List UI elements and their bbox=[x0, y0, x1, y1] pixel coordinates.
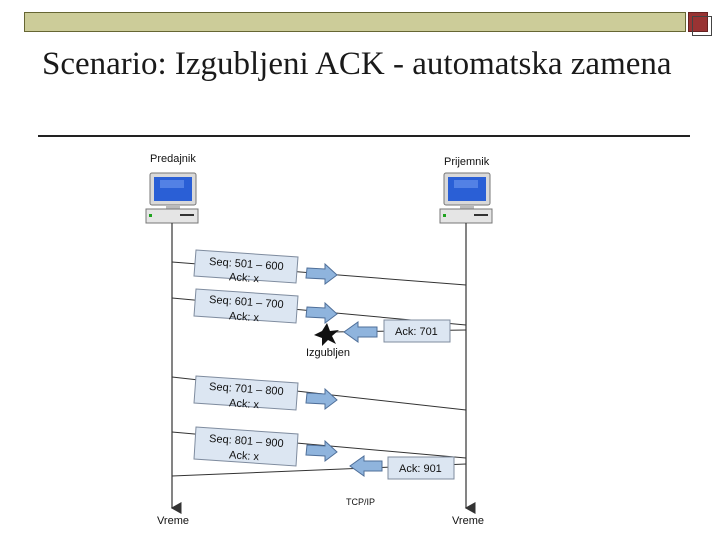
segment-3-box: Seq: 701 – 800 Ack: x bbox=[193, 375, 299, 411]
segment-4-seq: Seq: 801 – 900 bbox=[209, 433, 284, 450]
title-bar-decoration bbox=[24, 12, 686, 32]
segment-2-arrow-icon bbox=[305, 301, 338, 324]
corner-outline-decoration bbox=[692, 16, 712, 36]
ack-701-box: Ack: 701 bbox=[383, 319, 451, 343]
segment-3-seq: Seq: 701 – 800 bbox=[209, 381, 284, 398]
ack-901-label: Ack: 901 bbox=[399, 463, 442, 475]
ack-901-arrow-icon bbox=[349, 455, 383, 477]
lost-label: Izgubljen bbox=[306, 347, 350, 359]
ack-701-arrow-icon bbox=[343, 321, 378, 343]
segment-1-seq: Seq: 501 – 600 bbox=[209, 256, 284, 273]
segment-4-ack: Ack: x bbox=[229, 449, 260, 463]
segment-2-ack: Ack: x bbox=[229, 310, 260, 324]
sender-label: Predajnik bbox=[150, 153, 196, 165]
segment-2-seq: Seq: 601 – 700 bbox=[209, 294, 284, 311]
segment-1-box: Seq: 501 – 600 Ack: x bbox=[193, 249, 299, 285]
lost-starburst-icon bbox=[314, 323, 339, 346]
corner-decoration bbox=[688, 12, 708, 32]
receiver-time-label: Vreme bbox=[452, 515, 484, 527]
segment-3-ack: Ack: x bbox=[229, 397, 260, 411]
ack-701-label: Ack: 701 bbox=[395, 326, 438, 338]
sender-time-label: Vreme bbox=[157, 515, 189, 527]
segment-1-ack: Ack: x bbox=[229, 271, 260, 285]
sender-computer-icon bbox=[145, 172, 199, 224]
footer-label: TCP/IP bbox=[346, 497, 376, 507]
segment-4-arrow-icon bbox=[305, 439, 338, 462]
segment-4-box: Seq: 801 – 900 Ack: x bbox=[193, 426, 299, 467]
ack-901-box: Ack: 901 bbox=[387, 456, 455, 480]
segment-3-arrow-icon bbox=[305, 387, 338, 410]
receiver-computer-icon bbox=[439, 172, 493, 224]
segment-1-arrow-icon bbox=[305, 262, 338, 285]
segment-2-box: Seq: 601 – 700 Ack: x bbox=[193, 288, 299, 324]
receiver-label: Prijemnik bbox=[444, 156, 490, 168]
title-divider bbox=[38, 135, 690, 137]
slide-title: Scenario: Izgubljeni ACK - automatska za… bbox=[42, 46, 672, 82]
